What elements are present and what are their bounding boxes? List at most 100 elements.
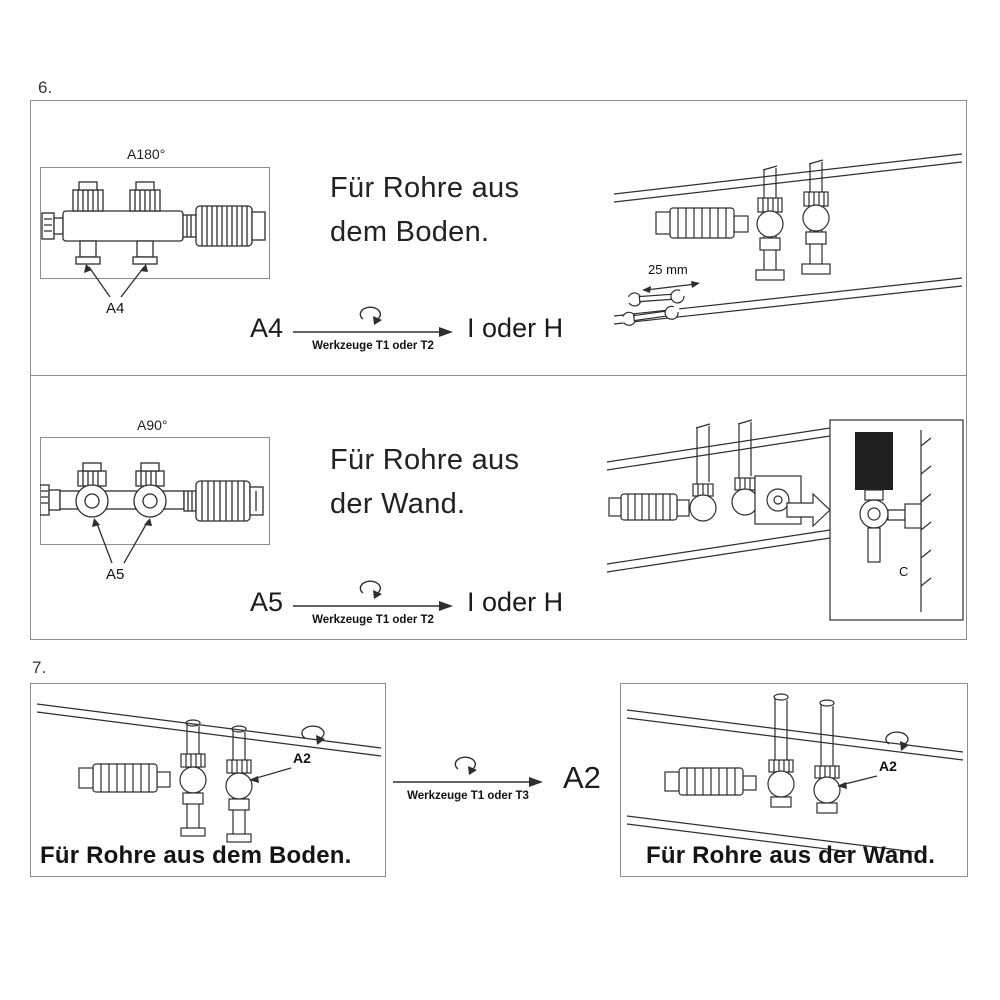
union-nut-icon bbox=[129, 181, 161, 212]
wall-band bbox=[36, 703, 382, 757]
step-7-wall-panel bbox=[620, 683, 968, 877]
leader-arrows bbox=[92, 518, 152, 564]
valve-body bbox=[802, 191, 830, 245]
wall-hatch bbox=[920, 437, 932, 587]
valve-manifold bbox=[62, 210, 184, 242]
caption-floor-bold: Für Rohre aus dem Boden. bbox=[40, 842, 352, 869]
valve-tails bbox=[75, 240, 158, 265]
step-6-number: 6. bbox=[38, 78, 53, 97]
figure-frame bbox=[40, 167, 270, 279]
wall-installation-drawing bbox=[606, 419, 964, 621]
valve-assembly-straight-figure bbox=[40, 163, 272, 315]
step-a5-action: A5 Werkzeuge T1 oder T2 I oder H bbox=[250, 578, 563, 626]
step-a4-action: A4 Werkzeuge T1 oder T2 I oder H bbox=[250, 304, 563, 352]
step-6-panel bbox=[30, 100, 967, 640]
valve-body bbox=[813, 765, 841, 814]
wrench-icon bbox=[627, 289, 686, 307]
angle-label-a90: A90° bbox=[137, 417, 168, 433]
rotate-icon bbox=[359, 306, 383, 325]
valve-body bbox=[756, 197, 784, 251]
leader-arrow bbox=[249, 767, 292, 783]
arrow-right-icon bbox=[393, 777, 543, 787]
leader-arrow bbox=[837, 775, 878, 789]
action-result-label: I oder H bbox=[467, 312, 564, 343]
valve-assembly-angled-drawing bbox=[40, 462, 264, 564]
rotate-icon bbox=[301, 725, 325, 745]
union-nut-icon bbox=[135, 462, 165, 487]
thermostatic-head-icon bbox=[608, 493, 690, 521]
rotate-icon bbox=[885, 731, 909, 751]
action-result-label: I oder H bbox=[467, 586, 564, 617]
valve-body bbox=[731, 477, 759, 516]
wall-band bbox=[606, 427, 831, 471]
action-part-label: A5 bbox=[250, 586, 284, 617]
wall-band bbox=[613, 153, 963, 203]
leader-arrows bbox=[84, 264, 148, 298]
wall-valve-figure: A2 bbox=[625, 690, 965, 852]
wall-installation-figure: C bbox=[605, 418, 965, 623]
part-label-a5: A5 bbox=[106, 566, 125, 583]
floor-valve-figure: A2 bbox=[35, 690, 383, 852]
fat-right-arrow bbox=[786, 492, 831, 528]
valve-assembly-straight-drawing bbox=[41, 181, 266, 298]
floor-valve-drawing bbox=[36, 703, 382, 843]
step-6-divider bbox=[30, 375, 967, 376]
wall-band bbox=[626, 709, 964, 761]
floor-installation-figure: 25 mm bbox=[612, 140, 964, 338]
wrench-icon bbox=[621, 305, 680, 326]
detail-label-c: C bbox=[899, 564, 909, 579]
part-label-a4: A4 bbox=[106, 300, 125, 317]
pipes bbox=[695, 419, 753, 484]
caption-line: dem Boden. bbox=[330, 216, 490, 248]
dimension-arrow bbox=[642, 281, 700, 293]
tools-label: Werkzeuge T1 oder T2 bbox=[312, 614, 434, 626]
tailpiece-icon bbox=[41, 212, 64, 240]
tailpiece-icon bbox=[40, 484, 61, 516]
caption-line: Für Rohre aus bbox=[330, 172, 520, 204]
caption-floor: Für Rohre aus dem Boden. bbox=[330, 166, 519, 254]
angle-label-a180: A180° bbox=[127, 146, 166, 162]
valve-body bbox=[133, 484, 167, 518]
valve-body bbox=[179, 753, 207, 805]
thermostatic-head-icon bbox=[182, 205, 266, 247]
valve-body bbox=[225, 759, 253, 811]
thermostatic-head-icon bbox=[183, 480, 264, 522]
wall-band-bottom bbox=[606, 529, 831, 573]
rotate-icon bbox=[359, 580, 383, 599]
part-label-a2: A2 bbox=[879, 758, 897, 774]
union-nut-icon bbox=[72, 181, 104, 212]
pipes bbox=[773, 693, 835, 768]
valve-assembly-angled-figure bbox=[40, 433, 272, 581]
step-7-action: Werkzeuge T1 oder T3 A2 bbox=[393, 754, 601, 802]
head-side-view bbox=[855, 432, 893, 490]
wall-band-bottom bbox=[626, 815, 920, 852]
step-7-floor-panel bbox=[30, 683, 386, 877]
detail-view bbox=[855, 430, 932, 612]
thermostatic-head-icon bbox=[664, 767, 757, 796]
wall-valve-drawing bbox=[626, 693, 964, 852]
step-7-number: 7. bbox=[32, 658, 47, 677]
floor-installation-drawing bbox=[613, 153, 963, 326]
union-nut-icon bbox=[77, 462, 107, 487]
thermostatic-head-icon bbox=[78, 763, 171, 793]
part-label-a2: A2 bbox=[293, 750, 311, 766]
arrow-right-icon bbox=[293, 601, 454, 611]
action-result-label: A2 bbox=[563, 760, 601, 795]
valve-body bbox=[767, 759, 795, 808]
thermostatic-head-icon bbox=[655, 207, 749, 239]
mounting-plate bbox=[754, 475, 802, 525]
action-arrow-group: Werkzeuge T1 oder T2 bbox=[293, 304, 454, 352]
caption-line: Für Rohre aus bbox=[330, 444, 520, 476]
pipe-bases bbox=[755, 263, 831, 281]
caption-line: der Wand. bbox=[330, 488, 466, 520]
tools-label: Werkzeuge T1 oder T2 bbox=[312, 340, 434, 352]
size-label: 25 mm bbox=[648, 262, 688, 277]
valve-body bbox=[75, 484, 109, 518]
tools-label: Werkzeuge T1 oder T3 bbox=[407, 790, 529, 802]
caption-wall: Für Rohre aus der Wand. bbox=[330, 438, 519, 526]
action-arrow-group: Werkzeuge T1 oder T3 bbox=[393, 754, 543, 802]
pipe-bases bbox=[180, 827, 252, 843]
action-part-label: A4 bbox=[250, 312, 284, 343]
caption-wall-bold: Für Rohre aus der Wand. bbox=[646, 842, 936, 869]
